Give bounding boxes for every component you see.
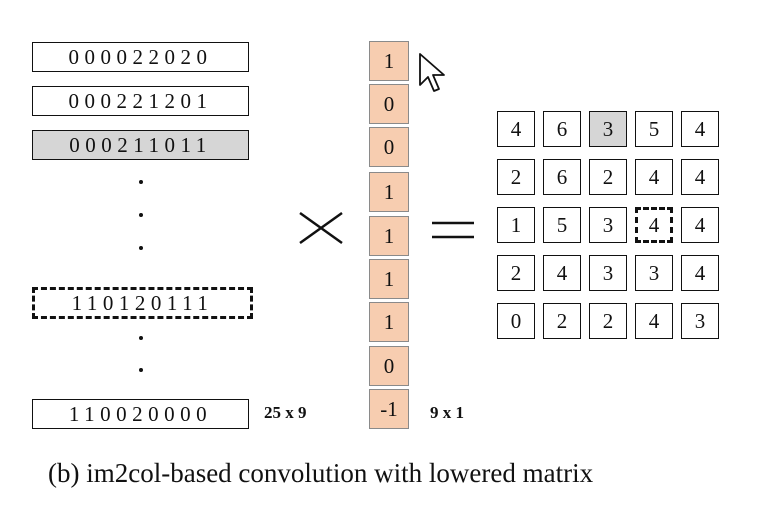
ellipsis-dot <box>139 246 143 250</box>
output-cell: 5 <box>635 111 673 147</box>
output-cell: 4 <box>635 159 673 195</box>
output-cell-dashed: 4 <box>635 207 673 243</box>
kernel-cell: 0 <box>369 84 409 124</box>
output-cell: 6 <box>543 159 581 195</box>
kernel-cell: 0 <box>369 346 409 386</box>
output-cell: 2 <box>497 255 535 291</box>
ellipsis-dot <box>139 368 143 372</box>
output-cell: 5 <box>543 207 581 243</box>
multiply-sign <box>299 211 343 245</box>
kernel-cell: 0 <box>369 127 409 167</box>
output-cell: 3 <box>589 207 627 243</box>
output-cell: 4 <box>543 255 581 291</box>
output-cell: 4 <box>681 111 719 147</box>
ellipsis-dot <box>139 213 143 217</box>
output-cell: 4 <box>635 303 673 339</box>
kernel-vector-dims: 9 x 1 <box>430 403 464 422</box>
lowered-row-dashed: 110120111 <box>32 287 253 319</box>
output-cell: 2 <box>589 159 627 195</box>
kernel-cell: -1 <box>369 389 409 429</box>
output-cell: 2 <box>543 303 581 339</box>
lowered-row-2: 000221201 <box>32 86 249 116</box>
output-cell: 6 <box>543 111 581 147</box>
output-cell: 4 <box>681 159 719 195</box>
output-cell: 1 <box>497 207 535 243</box>
lowered-row-3-highlighted: 000211011 <box>32 130 249 160</box>
kernel-cell: 1 <box>369 216 409 256</box>
output-cell: 3 <box>589 255 627 291</box>
ellipsis-dot <box>139 180 143 184</box>
kernel-cell: 1 <box>369 41 409 81</box>
ellipsis-dot <box>139 336 143 340</box>
output-cell: 3 <box>681 303 719 339</box>
output-cell: 4 <box>681 207 719 243</box>
output-cell: 2 <box>589 303 627 339</box>
kernel-cell: 1 <box>369 302 409 342</box>
output-cell: 0 <box>497 303 535 339</box>
output-cell: 3 <box>635 255 673 291</box>
output-cell-highlighted: 3 <box>589 111 627 147</box>
figure-caption: (b) im2col-based convolution with lowere… <box>48 458 594 488</box>
output-cell: 4 <box>681 255 719 291</box>
arrow-cursor-icon <box>419 53 445 92</box>
kernel-cell: 1 <box>369 172 409 212</box>
lowered-row-last: 110020000 <box>32 399 249 429</box>
equals-sign <box>432 221 474 239</box>
output-cell: 2 <box>497 159 535 195</box>
output-cell: 4 <box>497 111 535 147</box>
lowered-matrix-dims: 25 x 9 <box>264 403 307 422</box>
lowered-row-1: 000022020 <box>32 42 249 72</box>
kernel-cell: 1 <box>369 259 409 299</box>
